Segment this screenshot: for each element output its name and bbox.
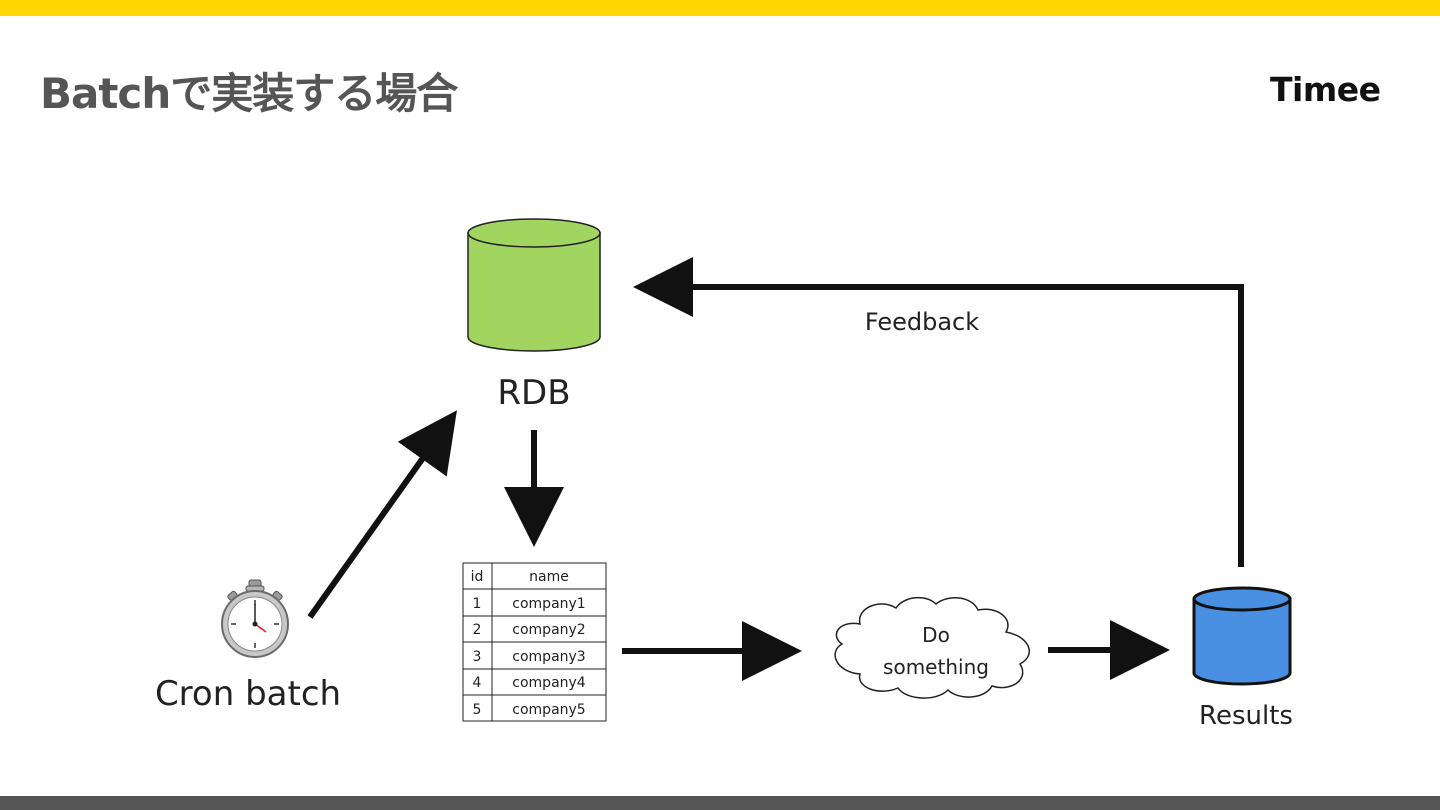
company-table: id name 1 company1 2 company2 3 company3… <box>462 562 607 722</box>
cron-to-rdb-arrow <box>307 410 457 619</box>
table-header-id: id <box>471 569 484 585</box>
table-cell-name: company4 <box>512 675 586 691</box>
feedback-label: Feedback <box>865 308 979 336</box>
feedback-arrow <box>633 257 1244 567</box>
table-header-name: name <box>529 569 569 585</box>
table-cell-name: company3 <box>512 649 585 665</box>
process-label-line2: something <box>883 655 989 679</box>
rdb-label: RDB <box>497 373 570 413</box>
table-cell-id: 1 <box>473 596 482 612</box>
process-cloud-icon <box>834 596 1031 699</box>
results-label: Results <box>1199 701 1293 731</box>
cron-batch-label: Cron batch <box>155 674 341 714</box>
table-cell-id: 5 <box>473 702 482 718</box>
table-cell-id: 4 <box>473 675 482 691</box>
top-accent-bar <box>0 0 1440 16</box>
process-label-line1: Do <box>922 623 950 647</box>
table-cell-name: company1 <box>512 596 585 612</box>
bottom-footer-bar <box>0 796 1440 810</box>
brand-logo: Timee <box>1270 70 1381 109</box>
table-cell-name: company2 <box>512 622 585 638</box>
table-cell-name: company5 <box>512 702 585 718</box>
stopwatch-icon <box>221 579 289 658</box>
table-cell-id: 2 <box>473 622 482 638</box>
slide-title: Batchで実装する場合 <box>40 69 458 118</box>
rdb-database-icon <box>467 218 601 352</box>
results-database-icon <box>1192 586 1292 686</box>
table-cell-id: 3 <box>473 649 482 665</box>
